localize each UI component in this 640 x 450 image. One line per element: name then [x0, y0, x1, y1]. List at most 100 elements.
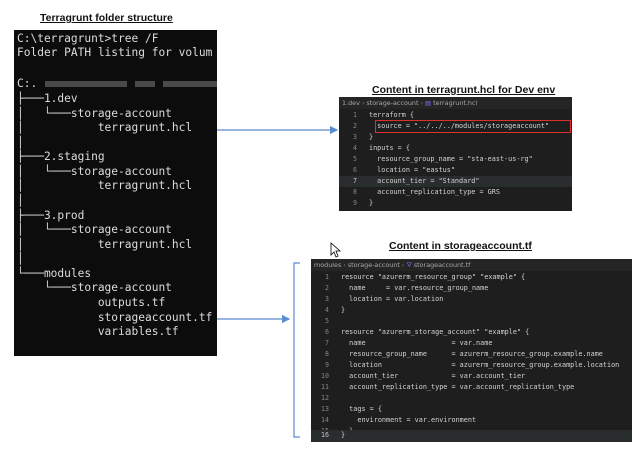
terminal-line: Folder PATH listing for volum — [17, 46, 213, 59]
code-line: 5 resource_group_name = "sta-east-us-rg" — [339, 154, 572, 165]
breadcrumb-folder[interactable]: storage-account — [347, 261, 400, 269]
code-line-current: 7 account_tier = "Standard" — [339, 176, 572, 187]
line-number: 1 — [325, 273, 329, 281]
code-text: resource_group_name = azurerm_resource_g… — [341, 350, 603, 358]
code-line: 5 — [311, 316, 632, 327]
terminal-line: └───modules — [17, 267, 92, 280]
code-text: account_tier = var.account_tier — [341, 372, 526, 380]
code-line: 1 terraform { — [339, 110, 572, 121]
code-line: 1 resource "azurerm_resource_group" "exam… — [311, 272, 632, 283]
hcl-code-editor: 1.dev›storage-account›▤terragrunt.hcl 1 … — [339, 97, 572, 211]
line-number: 7 — [325, 339, 329, 347]
code-line: 12 — [311, 393, 632, 404]
code-text: account_replication_type = var.account_r… — [341, 383, 575, 391]
code-text: location = azurerm_resource_group.exampl… — [341, 361, 620, 369]
code-text: inputs = { — [369, 144, 410, 152]
line-number: 7 — [353, 177, 357, 185]
code-text: source = "../../../modules/storageaccoun… — [369, 122, 550, 130]
code-line: 8 resource_group_name = azurerm_resource… — [311, 349, 632, 360]
code-line: 14 environment = var.environment — [311, 415, 632, 426]
terminal-line: ├───1.dev — [17, 92, 78, 105]
code-line: 10 account_tier = var.account_tier — [311, 371, 632, 382]
code-line-current: 16} — [311, 430, 632, 442]
terminal-line: C:\terragrunt>tree /F — [17, 32, 159, 45]
code-text: resource_group_name = "sta-east-us-rg" — [369, 155, 533, 163]
terminal-line: │ — [17, 252, 24, 265]
line-number: 10 — [321, 372, 329, 380]
terminal-line: │ terragrunt.hcl — [17, 121, 193, 134]
code-line: 11 account_replication_type = var.accoun… — [311, 382, 632, 393]
terminal-line: ├───3.prod — [17, 209, 85, 222]
code-text: } — [369, 199, 374, 207]
line-number: 6 — [353, 166, 357, 174]
line-number: 8 — [353, 188, 357, 196]
breadcrumb-folder[interactable]: storage-account — [366, 99, 419, 107]
line-number: 4 — [325, 306, 329, 314]
line-number: 1 — [353, 111, 357, 119]
code-line: 3 } — [339, 132, 572, 143]
terminal-line: │ — [17, 194, 24, 207]
chevron-right-icon: › — [401, 261, 405, 269]
line-number: 5 — [325, 317, 329, 325]
hcl-content-heading: Content in terragrunt.hcl for Dev env — [372, 84, 556, 96]
file-icon: ▤ — [425, 99, 432, 107]
line-number: 9 — [325, 361, 329, 369]
mouse-cursor-icon — [330, 242, 342, 258]
terraform-file-icon: ⛛ — [406, 261, 412, 269]
terminal-line: storageaccount.tf — [17, 311, 213, 324]
breadcrumb-file[interactable]: storageaccount.tf — [413, 261, 471, 269]
line-number: 5 — [353, 155, 357, 163]
terminal-line: │ └───storage-account — [17, 165, 172, 178]
line-number: 2 — [325, 284, 329, 292]
code-text: tags = { — [341, 405, 382, 413]
terminal-line: ├───2.staging — [17, 150, 105, 163]
chevron-right-icon: › — [420, 99, 424, 107]
terminal-line: │ └───storage-account — [17, 223, 172, 236]
tf-code-editor: modules›storage-account›⛛storageaccount.… — [311, 259, 632, 442]
code-line: 4} — [311, 305, 632, 316]
code-line: 4 inputs = { — [339, 143, 572, 154]
line-number: 16 — [321, 431, 329, 439]
code-line: 9 location = azurerm_resource_group.exam… — [311, 360, 632, 371]
breadcrumb-folder[interactable]: modules — [314, 261, 342, 269]
code-text: resource "azurerm_resource_group" "examp… — [341, 273, 526, 281]
line-number: 2 — [353, 122, 357, 130]
line-number: 13 — [321, 405, 329, 413]
redacted-serial-line — [18, 63, 217, 105]
code-line: 3 location = var.location — [311, 294, 632, 305]
line-number: 12 — [321, 394, 329, 402]
terminal-line: │ terragrunt.hcl — [17, 238, 193, 251]
terminal-line: │ └───storage-account — [17, 107, 172, 120]
line-number: 6 — [325, 328, 329, 336]
code-line: 13 tags = { — [311, 404, 632, 415]
terminal-window: C:\terragrunt>tree /F Folder PATH listin… — [14, 30, 217, 356]
breadcrumb-file[interactable]: terragrunt.hcl — [433, 99, 478, 107]
terminal-line: outputs.tf — [17, 296, 166, 309]
code-text: location = var.location — [341, 295, 444, 303]
line-number: 8 — [325, 350, 329, 358]
terminal-line: └───storage-account — [17, 281, 172, 294]
breadcrumb-folder[interactable]: 1.dev — [342, 99, 360, 107]
code-text: environment = var.environment — [341, 416, 477, 424]
tf-content-heading: Content in storageaccount.tf — [389, 240, 532, 252]
code-text: } — [341, 431, 346, 439]
line-number: 3 — [325, 295, 329, 303]
chevron-right-icon: › — [361, 99, 365, 107]
line-number: 9 — [353, 199, 357, 207]
code-text: account_tier = "Standard" — [369, 177, 480, 185]
line-number: 11 — [321, 383, 329, 391]
chevron-right-icon: › — [343, 261, 346, 269]
breadcrumb: modules›storage-account›⛛storageaccount.… — [311, 259, 632, 271]
source-highlight-box — [375, 120, 571, 133]
line-number: 3 — [353, 133, 357, 141]
code-line: 7 name = var.name — [311, 338, 632, 349]
line-number: 14 — [321, 416, 329, 424]
code-text: account_replication_type = GRS — [369, 188, 500, 196]
code-line: 2 name = var.resource_group_name — [311, 283, 632, 294]
code-text: terraform { — [369, 111, 415, 119]
code-text: location = "eastus" — [369, 166, 455, 174]
code-line: 8 account_replication_type = GRS — [339, 187, 572, 198]
code-text: name = var.name — [341, 339, 493, 347]
